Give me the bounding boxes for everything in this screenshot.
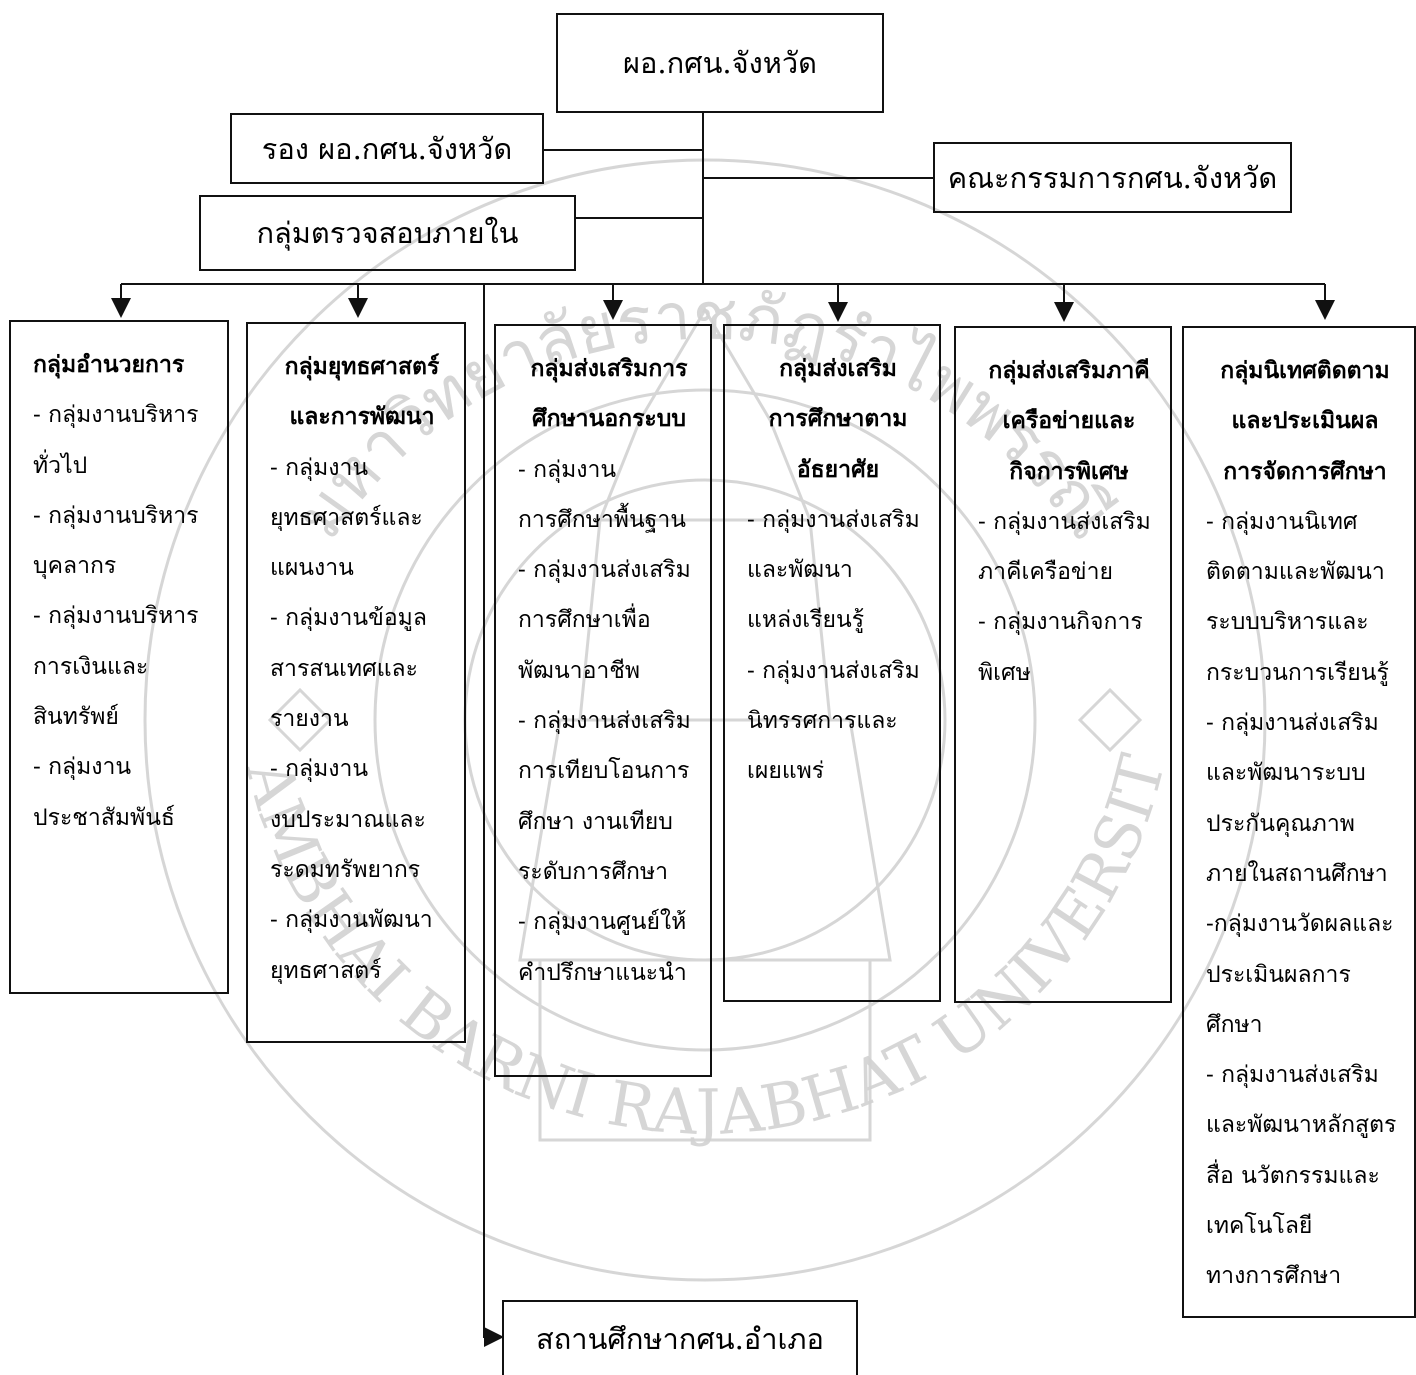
group-box-nonformal-education: กลุ่มส่งเสริมการ ศึกษานอกระบบ - กลุ่มงาน… — [494, 324, 712, 1077]
group-box-network-special-affairs: กลุ่มส่งเสริมภาคี เครือข่ายและ กิจการพิเ… — [954, 326, 1172, 1003]
committee-box: คณะกรรมการกศน.จังหวัด — [933, 142, 1292, 213]
committee-label: คณะกรรมการกศน.จังหวัด — [947, 160, 1278, 195]
district-centers-label: สถานศึกษากศน.อำเภอ — [536, 1321, 824, 1356]
district-centers-box: สถานศึกษากศน.อำเภอ — [502, 1300, 858, 1375]
group-tasks: - กลุ่มงานนิเทศ ติดตามและพัฒนา ระบบบริหา… — [1206, 508, 1397, 1290]
group-title: กลุ่มส่งเสริมการ ศึกษานอกระบบ — [530, 355, 688, 433]
group-title: กลุ่มยุทธศาสตร์ และการพัฒนา — [284, 353, 440, 431]
director-box: ผอ.กศน.จังหวัด — [556, 13, 884, 113]
deputy-director-box: รอง ผอ.กศน.จังหวัด — [230, 113, 544, 184]
group-box-informal-education: กลุ่มส่งเสริม การศึกษาตาม อัธยาศัย - กลุ… — [723, 324, 941, 1002]
deputy-director-label: รอง ผอ.กศน.จังหวัด — [261, 131, 513, 166]
group-title: กลุ่มส่งเสริม การศึกษาตาม อัธยาศัย — [768, 355, 908, 483]
group-box-supervision-evaluation: กลุ่มนิเทศติดตาม และประเมินผล การจัดการศ… — [1182, 326, 1416, 1318]
district-link — [483, 284, 504, 1347]
group-tasks: - กลุ่มงาน การศึกษาพื้นฐาน - กลุ่มงานส่ง… — [518, 456, 691, 986]
internal-audit-box: กลุ่มตรวจสอบภายใน — [199, 195, 576, 271]
group-tasks: - กลุ่มงานส่งเสริม และพัฒนา แหล่งเรียนรู… — [747, 506, 920, 785]
group-title: กลุ่มส่งเสริมภาคี เครือข่ายและ กิจการพิเ… — [988, 357, 1150, 485]
group-box-strategy: กลุ่มยุทธศาสตร์ และการพัฒนา - กลุ่มงาน ย… — [246, 322, 466, 1043]
group-tasks: - กลุ่มงานบริหาร ทั่วไป - กลุ่มงานบริหาร… — [33, 402, 199, 831]
group-title: กลุ่มอำนวยการ — [33, 351, 185, 378]
group-box-administration: กลุ่มอำนวยการ - กลุ่มงานบริหาร ทั่วไป - … — [9, 320, 229, 994]
group-tasks: - กลุ่มงานส่งเสริม ภาคีเครือข่าย - กลุ่ม… — [978, 508, 1151, 686]
group-title: กลุ่มนิเทศติดตาม และประเมินผล การจัดการศ… — [1220, 357, 1390, 485]
internal-audit-label: กลุ่มตรวจสอบภายใน — [256, 216, 519, 250]
group-tasks: - กลุ่มงาน ยุทธศาสตร์และ แผนงาน - กลุ่มง… — [270, 454, 433, 984]
director-label: ผอ.กศน.จังหวัด — [622, 46, 818, 80]
